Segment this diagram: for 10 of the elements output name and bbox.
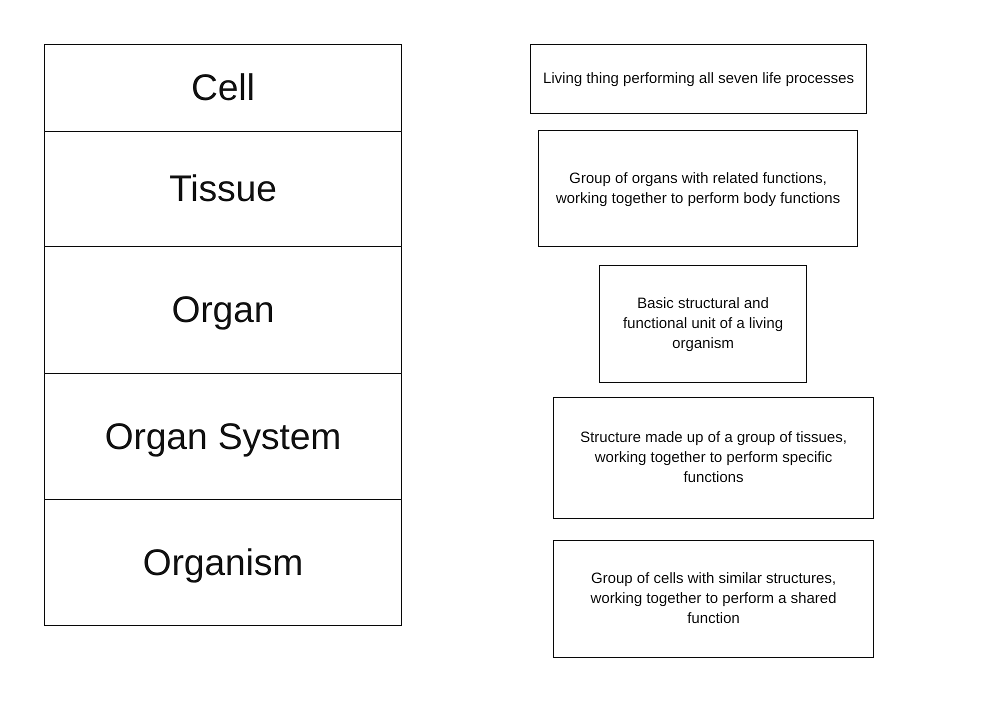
definition-card: Group of cells with similar structures, working together to perform a shared function — [553, 540, 874, 658]
definition-card: Basic structural and functional unit of a living organism — [599, 265, 807, 383]
level-cell: Tissue — [44, 131, 402, 247]
definition-card: Structure made up of a group of tissues, working together to perform specific functions — [553, 397, 874, 519]
definition-card: Group of organs with related functions, working together to perform body functions — [538, 130, 858, 247]
level-cell: Organ System — [44, 373, 402, 500]
level-cell: Organism — [44, 499, 402, 626]
level-cell: Cell — [44, 44, 402, 132]
level-cell: Organ — [44, 246, 402, 374]
definition-card: Living thing performing all seven life processes — [530, 44, 867, 114]
